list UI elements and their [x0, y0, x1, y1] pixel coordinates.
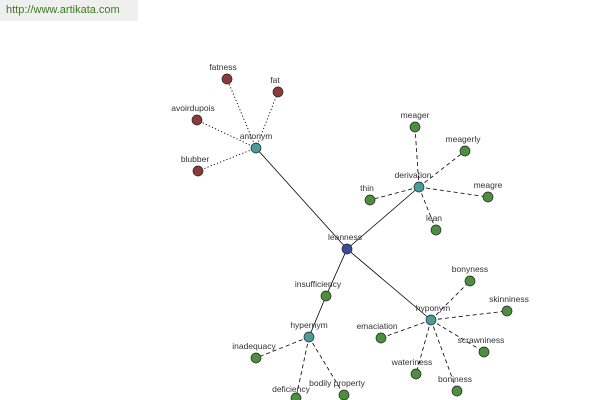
edge-derivation-meagre	[418, 186, 489, 198]
term-label-meagerly[interactable]: meagerly	[446, 134, 482, 144]
relation-label-antonym[interactable]: antonym	[240, 131, 273, 141]
edge-antonym-blubber	[197, 147, 257, 172]
edge-layer	[196, 78, 508, 399]
edge-hyponym-wateriness	[415, 319, 432, 375]
edge-insufficiency-hypernym	[308, 295, 327, 338]
center-label-leanness[interactable]: leanness	[328, 232, 362, 242]
edge-derivation-meagerly	[418, 150, 466, 188]
term-label-deficiency[interactable]: deficiency	[272, 384, 311, 394]
edge-leanness-hyponym	[346, 248, 432, 321]
edge-leanness-insufficiency	[325, 248, 348, 297]
term-node-bonyness[interactable]	[464, 275, 476, 287]
term-node-fat[interactable]	[272, 86, 284, 98]
term-node-deficiency[interactable]	[290, 392, 302, 400]
edge-antonym-fatness	[226, 78, 257, 149]
term-label-bonyness[interactable]: bonyness	[452, 264, 488, 274]
term-node-skinniness[interactable]	[501, 305, 513, 317]
term-label-boniness[interactable]: boniness	[438, 374, 472, 384]
relation-label-hypernym[interactable]: hypernym	[290, 320, 327, 330]
term-node-blubber[interactable]	[192, 165, 204, 177]
term-label-inadequacy[interactable]: inadequacy	[232, 341, 276, 351]
relation-node-hypernym[interactable]	[303, 331, 315, 343]
term-node-fatness[interactable]	[221, 73, 233, 85]
term-label-meagre[interactable]: meagre	[474, 180, 503, 190]
relation-label-derivation[interactable]: derivation	[395, 170, 432, 180]
edge-derivation-lean	[418, 186, 437, 231]
center-node-leanness[interactable]	[341, 243, 353, 255]
term-node-thin[interactable]	[364, 194, 376, 206]
relation-label-hyponym[interactable]: hyponym	[416, 303, 451, 313]
edge-hyponym-emaciation	[380, 319, 432, 339]
relation-node-hyponym[interactable]	[425, 314, 437, 326]
term-label-skinniness[interactable]: skinniness	[489, 294, 529, 304]
label-layer: fatness fat avoirdupois blubber meager meager…	[171, 62, 529, 394]
term-node-bodily-property[interactable]	[338, 389, 350, 400]
edge-derivation-meager	[414, 126, 420, 188]
term-label-wateriness[interactable]: wateriness	[391, 357, 433, 367]
term-node-avoirdupois[interactable]	[191, 114, 203, 126]
term-label-meager[interactable]: meager	[401, 110, 430, 120]
term-label-emaciation[interactable]: emaciation	[356, 321, 397, 331]
term-label-blubber[interactable]: blubber	[181, 154, 210, 164]
edge-hyponym-scrawniness	[430, 319, 485, 353]
term-label-lean[interactable]: lean	[426, 213, 442, 223]
term-label-avoirdupois[interactable]: avoirdupois	[171, 103, 214, 113]
term-node-lean[interactable]	[430, 224, 442, 236]
term-node-meagre[interactable]	[482, 191, 494, 203]
term-label-scrawniness[interactable]: scrawniness	[458, 335, 505, 345]
edge-leanness-derivation	[346, 186, 420, 250]
edge-antonym-avoirdupois	[196, 119, 257, 149]
term-node-emaciation[interactable]	[375, 332, 387, 344]
term-label-fat[interactable]: fat	[270, 75, 280, 85]
url-banner: http://www.artikata.com	[0, 0, 138, 21]
site-url-link[interactable]: http://www.artikata.com	[6, 4, 120, 16]
term-node-scrawniness[interactable]	[478, 346, 490, 358]
edge-derivation-thin	[369, 186, 420, 201]
term-node-meagerly[interactable]	[459, 145, 471, 157]
term-node-boniness[interactable]	[451, 385, 463, 397]
term-node-wateriness[interactable]	[410, 368, 422, 380]
node-layer	[191, 73, 513, 400]
edge-hypernym-inadequacy	[255, 336, 310, 359]
term-node-inadequacy[interactable]	[250, 352, 262, 364]
relation-node-derivation[interactable]	[413, 181, 425, 193]
edge-hyponym-bonyness	[430, 280, 471, 321]
term-label-insufficiency[interactable]: insufficiency	[295, 279, 342, 289]
term-label-fatness[interactable]: fatness	[209, 62, 236, 72]
term-node-insufficiency[interactable]	[320, 290, 332, 302]
term-node-meager[interactable]	[409, 121, 421, 133]
term-label-bodily-property[interactable]: bodily property	[309, 378, 366, 388]
edge-hypernym-deficiency	[295, 336, 310, 399]
edge-hyponym-skinniness	[430, 310, 508, 321]
edge-hyponym-boniness	[430, 319, 458, 392]
term-label-thin[interactable]: thin	[360, 183, 374, 193]
edge-leanness-antonym	[255, 147, 348, 250]
edge-hypernym-bodily-property	[308, 336, 345, 396]
relation-node-antonym[interactable]	[250, 142, 262, 154]
